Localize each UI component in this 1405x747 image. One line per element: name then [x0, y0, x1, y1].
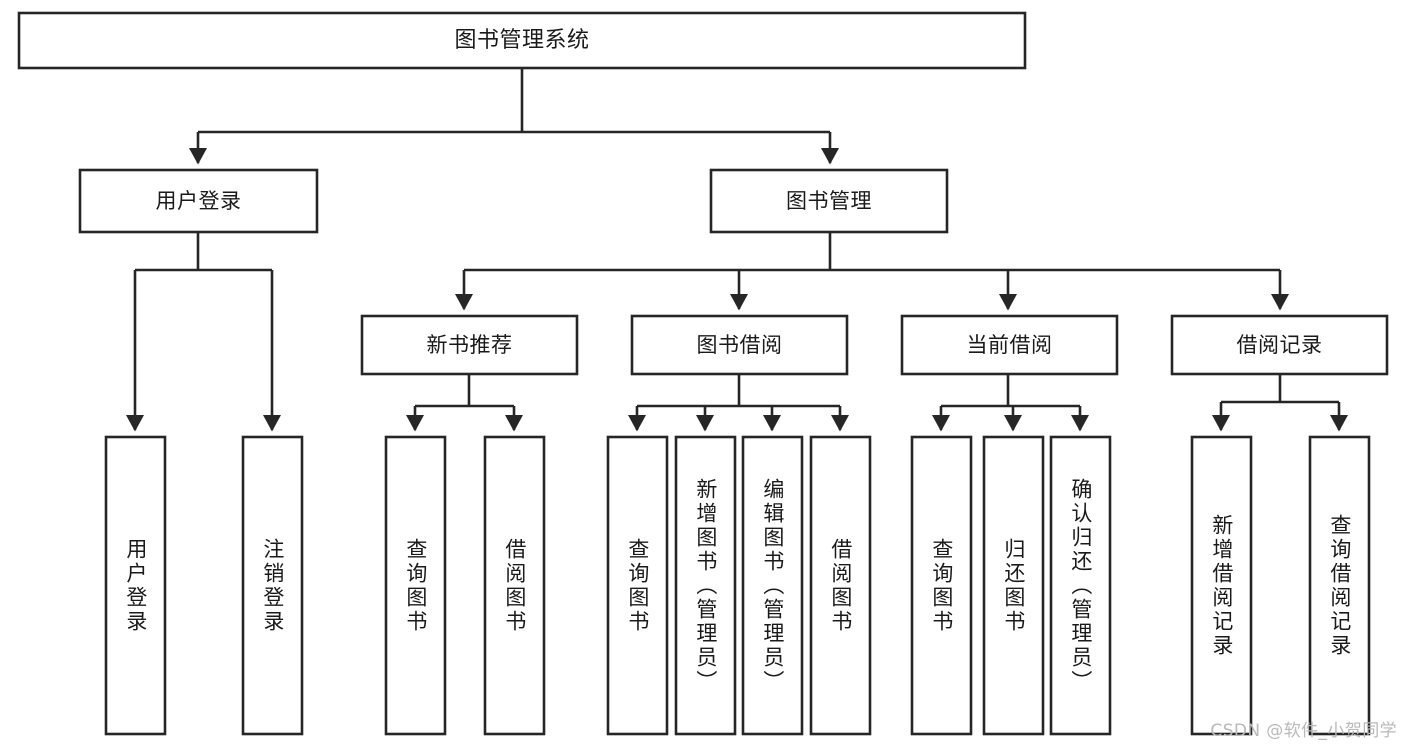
node-box-leaf-add-record: [1190, 435, 1253, 736]
node-box-root: [17, 11, 1027, 70]
node-box-leaf-borrow-book-2: [809, 435, 872, 736]
node-box-leaf-query-record: [1308, 435, 1371, 736]
node-box-book-manage: [709, 168, 949, 234]
node-box-leaf-add-book-admin: [674, 435, 737, 736]
node-box-leaf-query-book-3: [910, 435, 973, 736]
node-box-new-book-rec: [360, 314, 579, 376]
node-box-borrow-record: [1170, 314, 1389, 376]
node-box-leaf-confirm-return-admin: [1049, 435, 1112, 736]
node-box-book-borrow: [630, 314, 849, 376]
csdn-watermark: CSDN @软件_小贺同学: [1210, 721, 1397, 741]
node-box-leaf-edit-book-admin: [741, 435, 804, 736]
node-box-leaf-logout: [241, 435, 304, 736]
node-box-leaf-query-book-1: [384, 435, 447, 736]
node-box-current-borrow: [900, 314, 1119, 376]
node-box-leaf-return-book: [982, 435, 1045, 736]
node-box-user-login: [78, 168, 319, 234]
node-box-leaf-user-login: [104, 435, 167, 736]
node-box-leaf-borrow-book-1: [483, 435, 546, 736]
node-box-leaf-query-book-2: [606, 435, 669, 736]
